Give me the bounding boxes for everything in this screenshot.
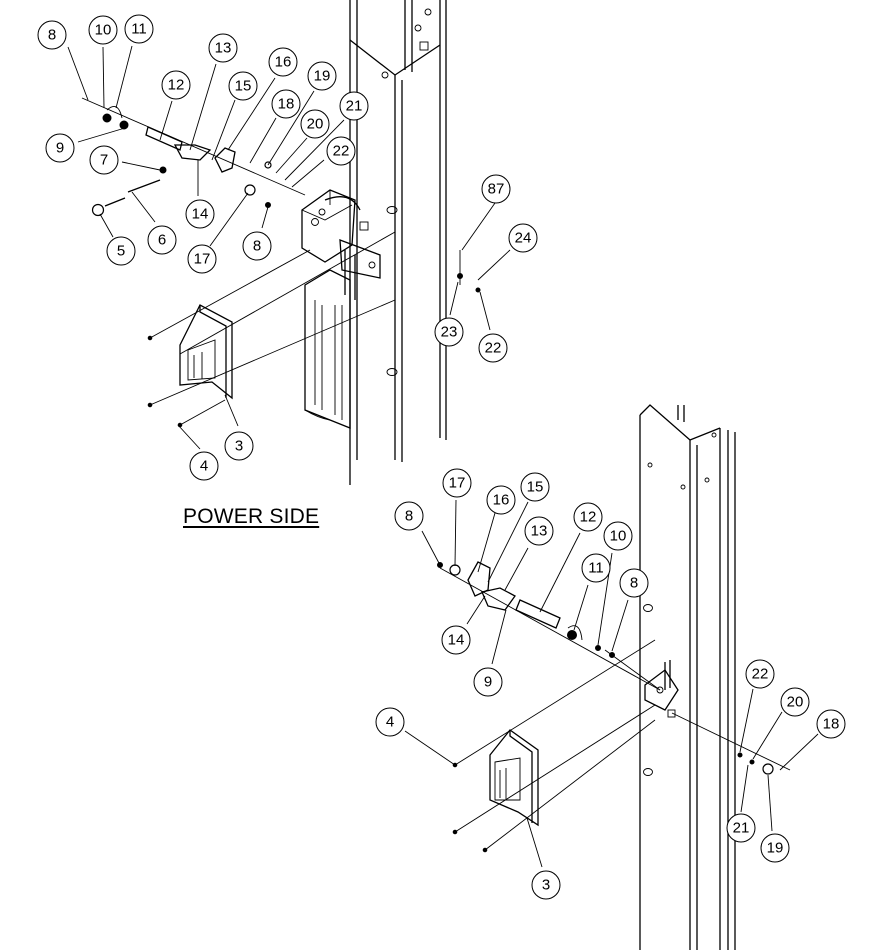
svg-text:12: 12 <box>168 77 185 94</box>
callout-lower-5: 12 <box>573 502 603 532</box>
callout-upper-16: 8 <box>242 231 272 261</box>
callout-lower-14: 18 <box>816 709 846 739</box>
svg-text:13: 13 <box>531 523 548 540</box>
svg-text:20: 20 <box>787 694 804 711</box>
svg-text:17: 17 <box>449 475 466 492</box>
callout-lower-4: 13 <box>524 516 554 546</box>
svg-text:23: 23 <box>441 324 458 341</box>
callout-upper-2: 11 <box>124 14 154 44</box>
callout-lower-17: 3 <box>531 870 561 900</box>
upper-column <box>349 0 447 485</box>
callout-upper-12: 9 <box>45 133 75 163</box>
callout-lower-6: 10 <box>603 521 633 551</box>
callout-upper-7: 18 <box>271 89 301 119</box>
svg-text:8: 8 <box>48 27 56 44</box>
callout-upper-11: 22 <box>326 136 356 166</box>
svg-text:13: 13 <box>215 40 232 57</box>
callout-upper-24: 4 <box>189 451 219 481</box>
callout-upper-1: 10 <box>88 15 118 45</box>
callout-lower-15: 21 <box>726 813 756 843</box>
svg-text:5: 5 <box>117 243 125 260</box>
svg-text:15: 15 <box>527 479 544 496</box>
svg-text:3: 3 <box>542 877 550 894</box>
svg-text:9: 9 <box>484 674 492 691</box>
callout-lower-7: 11 <box>581 553 611 583</box>
svg-text:4: 4 <box>200 458 208 475</box>
svg-text:8: 8 <box>630 575 638 592</box>
svg-text:16: 16 <box>275 54 292 71</box>
callout-upper-17: 6 <box>147 225 177 255</box>
svg-text:22: 22 <box>333 143 350 160</box>
callout-lower-1: 16 <box>486 485 516 515</box>
svg-text:11: 11 <box>588 560 604 577</box>
callout-lower-3: 8 <box>394 501 424 531</box>
callout-upper-19: 24 <box>508 223 538 253</box>
svg-text:3: 3 <box>235 438 243 455</box>
upper-cover-3 <box>147 231 396 428</box>
svg-text:7: 7 <box>100 152 108 169</box>
svg-text:9: 9 <box>56 140 64 157</box>
callout-upper-6: 16 <box>268 47 298 77</box>
callout-upper-5: 15 <box>228 71 258 101</box>
callout-upper-14: 14 <box>185 199 215 229</box>
callout-upper-20: 87 <box>481 174 511 204</box>
callout-lower-12: 22 <box>745 659 775 689</box>
svg-text:18: 18 <box>823 716 840 733</box>
upper-pivot-housing <box>301 189 381 300</box>
callout-lower-9: 14 <box>441 625 471 655</box>
svg-text:19: 19 <box>767 840 784 857</box>
lower-cover-3 <box>452 639 656 853</box>
upper-exploded-hardware <box>81 97 481 293</box>
svg-text:22: 22 <box>485 340 502 357</box>
svg-text:6: 6 <box>158 232 166 249</box>
callout-upper-10: 21 <box>339 91 369 121</box>
svg-text:21: 21 <box>346 98 363 115</box>
svg-text:16: 16 <box>493 492 510 509</box>
callout-upper-13: 7 <box>89 145 119 175</box>
callout-upper-23: 3 <box>224 431 254 461</box>
svg-text:12: 12 <box>580 509 597 526</box>
svg-text:20: 20 <box>307 116 324 133</box>
callout-upper-3: 12 <box>161 70 191 100</box>
callout-upper-0: 8 <box>37 20 67 50</box>
svg-text:11: 11 <box>131 21 147 38</box>
svg-text:22: 22 <box>752 666 769 683</box>
callout-upper-4: 13 <box>208 33 238 63</box>
upper-arm-pad <box>304 269 351 429</box>
lower-exploded-hardware <box>437 561 774 775</box>
callout-upper-18: 5 <box>106 236 136 266</box>
callout-lower-0: 17 <box>442 468 472 498</box>
callout-upper-21: 23 <box>434 317 464 347</box>
svg-text:15: 15 <box>235 78 252 95</box>
svg-text:18: 18 <box>278 96 295 113</box>
lower-pivot-bracket <box>604 649 791 771</box>
callout-upper-8: 19 <box>307 61 337 91</box>
callout-lower-13: 20 <box>780 687 810 717</box>
svg-text:17: 17 <box>194 251 211 268</box>
callout-upper-9: 20 <box>300 109 330 139</box>
leader-lines <box>67 45 819 868</box>
lower-column <box>639 404 736 950</box>
callout-lower-11: 4 <box>375 707 405 737</box>
callout-lower-8: 8 <box>619 568 649 598</box>
callout-upper-22: 22 <box>478 333 508 363</box>
svg-text:24: 24 <box>515 230 532 247</box>
svg-text:14: 14 <box>448 632 465 649</box>
svg-text:19: 19 <box>314 68 331 85</box>
svg-text:8: 8 <box>405 508 413 525</box>
callout-lower-10: 9 <box>473 667 503 697</box>
svg-text:21: 21 <box>733 820 750 837</box>
svg-text:14: 14 <box>192 206 209 223</box>
callout-upper-15: 17 <box>187 244 217 274</box>
svg-text:4: 4 <box>386 714 394 731</box>
callout-lower-16: 19 <box>760 833 790 863</box>
svg-text:8: 8 <box>253 238 261 255</box>
svg-text:10: 10 <box>610 528 627 545</box>
callout-lower-2: 15 <box>520 472 550 502</box>
power-side-caption: POWER SIDE <box>183 505 320 528</box>
svg-text:87: 87 <box>488 181 505 198</box>
svg-text:10: 10 <box>95 22 112 39</box>
